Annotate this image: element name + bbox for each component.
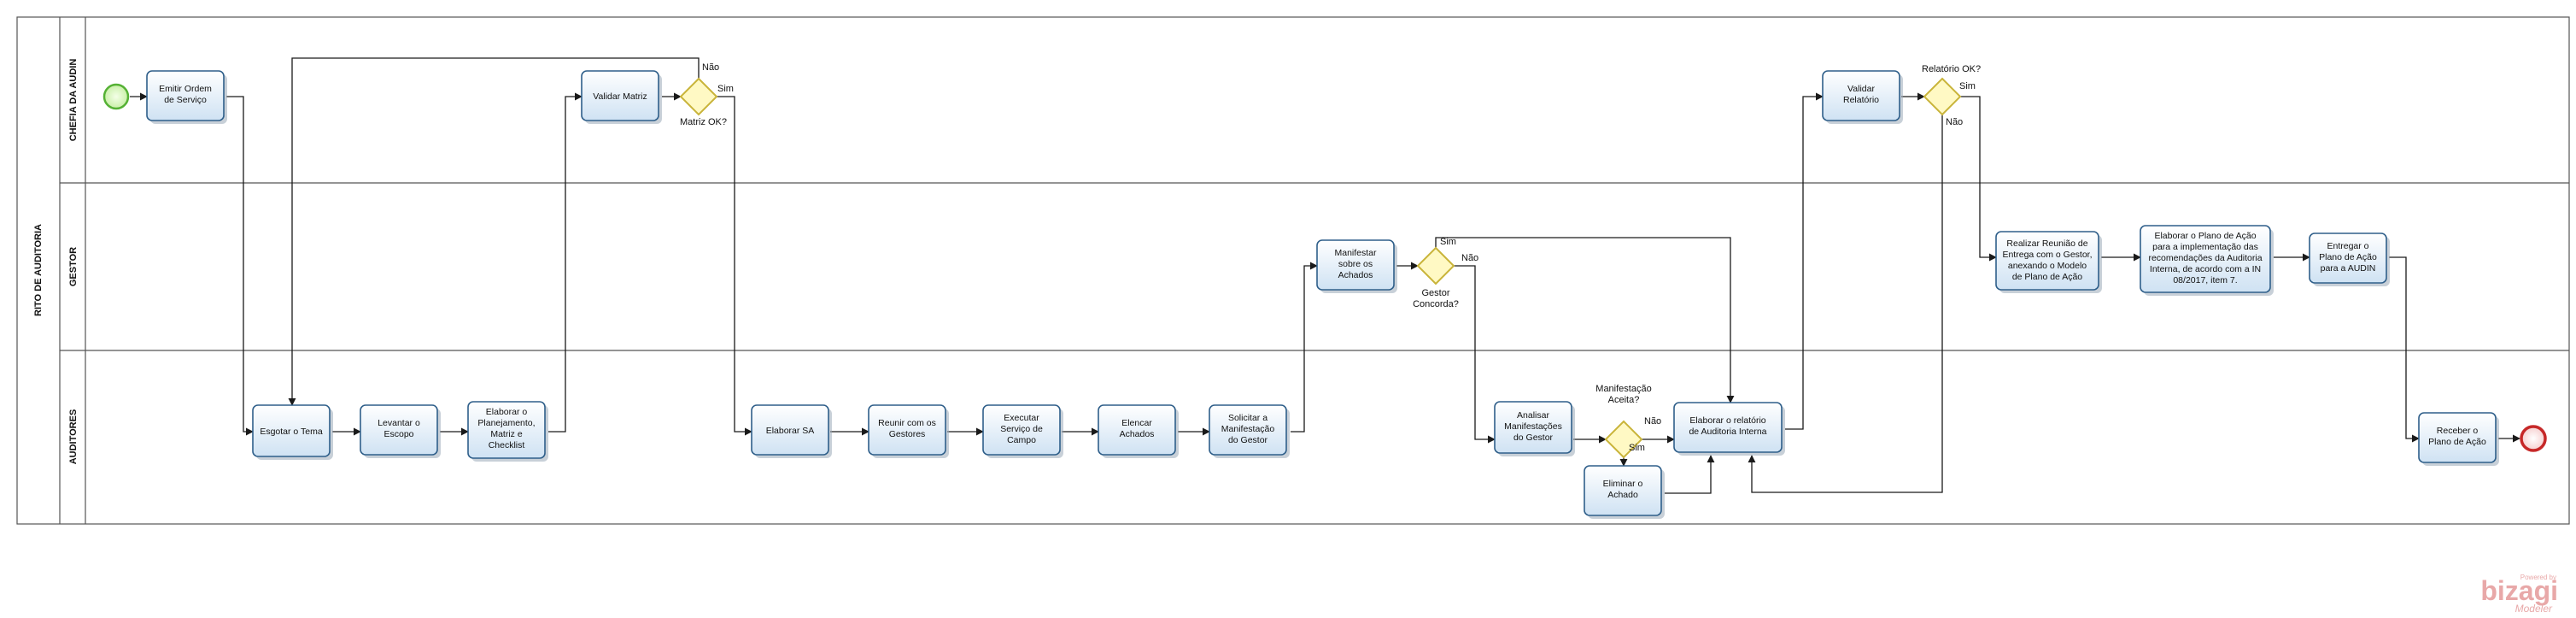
gateway-label-matriz-ok: Matriz OK? <box>680 117 727 127</box>
flow-label-matriz-sim: Sim <box>717 84 734 94</box>
task-elaborar-sa: Elaborar SA <box>751 404 832 458</box>
flow-label-manifestacao-nao: Não <box>1644 416 1661 427</box>
pool-title: RITO DE AUDITORIA <box>33 224 44 316</box>
gateway-relatorio-ok <box>1923 77 1962 116</box>
gateway-matriz-ok <box>679 77 718 116</box>
lane-title-auditores: AUDITORES <box>68 409 79 465</box>
svg-text:Elaborar SA: Elaborar SA <box>766 426 815 436</box>
sequence-flows <box>130 57 2520 494</box>
end-event <box>2520 425 2547 452</box>
start-event <box>102 83 130 110</box>
flow-label-matriz-nao: Não <box>702 62 719 73</box>
flow-label-manifestacao-sim: Sim <box>1629 443 1645 453</box>
task-esgotar-tema: Esgotar o Tema <box>252 404 333 460</box>
svg-text:Powered by: Powered by <box>2520 574 2556 581</box>
gateway-gestor-concorda <box>1416 246 1455 285</box>
flow-label-gestor-sim: Sim <box>1440 237 1456 247</box>
gateway-label-relatorio-ok: Relatório OK? <box>1922 64 1981 74</box>
svg-text:bizagi: bizagi <box>2480 575 2558 606</box>
svg-text:Esgotar o Tema: Esgotar o Tema <box>260 427 323 437</box>
flow-label-gestor-nao: Não <box>1461 253 1478 263</box>
gateway-manifestacao-aceita <box>1604 420 1643 459</box>
lane-title-gestor: GESTOR <box>68 247 79 286</box>
flow-label-relatorio-sim: Sim <box>1959 81 1976 91</box>
task-validar-matriz: Validar Matriz <box>581 70 662 124</box>
lane-title-chefia: CHEFIA DA AUDIN <box>68 59 79 142</box>
flow-label-relatorio-nao: Não <box>1946 117 1963 127</box>
svg-text:Validar Matriz: Validar Matriz <box>593 91 647 102</box>
bizagi-watermark: Powered by bizagi Modeler <box>2480 574 2558 615</box>
svg-text:Modeler: Modeler <box>2515 603 2553 615</box>
